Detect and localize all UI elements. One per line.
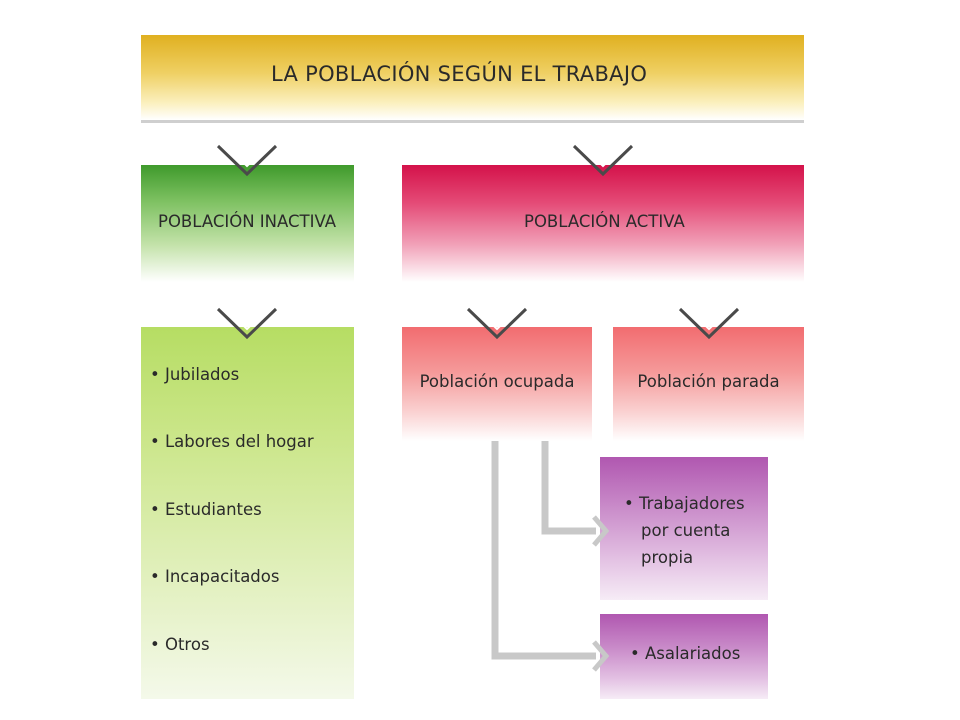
list-item-estudiantes: • Estudiantes [150, 500, 262, 519]
inactiva-header-label: POBLACIÓN INACTIVA [158, 212, 336, 231]
inactiva-list-box: • Jubilados • Labores del hogar • Estudi… [141, 327, 354, 699]
cuenta-propia-line-1: • Trabajadores [624, 494, 745, 513]
inactiva-header-box: POBLACIÓN INACTIVA [141, 165, 354, 282]
cuenta-propia-line-2: por cuenta [641, 521, 731, 540]
ocupada-box: Población ocupada [402, 327, 592, 441]
list-item-otros: • Otros [150, 635, 210, 654]
diagram-title: LA POBLACIÓN SEGÚN EL TRABAJO [271, 62, 648, 86]
list-item-labores-hogar: • Labores del hogar [150, 432, 314, 451]
chevron-down-icon [572, 144, 634, 177]
parada-box: Población parada [613, 327, 804, 441]
chevron-down-icon [216, 307, 278, 340]
parada-label: Población parada [637, 372, 780, 391]
list-item-incapacitados: • Incapacitados [150, 567, 280, 586]
chevron-down-icon [216, 144, 278, 177]
activa-header-label: POBLACIÓN ACTIVA [524, 212, 685, 231]
cuenta-propia-box: • Trabajadores por cuenta propia [600, 457, 768, 600]
title-bar: LA POBLACIÓN SEGÚN EL TRABAJO [141, 35, 804, 123]
asalariados-box: • Asalariados [600, 614, 768, 699]
cuenta-propia-label: • Trabajadores por cuenta propia [624, 490, 745, 571]
chevron-down-icon [678, 307, 740, 340]
asalariados-label: • Asalariados [630, 644, 741, 663]
cuenta-propia-line-3: propia [641, 548, 694, 567]
chevron-down-icon [466, 307, 528, 340]
ocupada-label: Población ocupada [419, 372, 575, 391]
activa-header-box: POBLACIÓN ACTIVA [402, 165, 804, 282]
connector-ocupada-cuenta-propia [541, 441, 610, 547]
connector-ocupada-asalariados [491, 441, 610, 672]
list-item-jubilados: • Jubilados [150, 365, 240, 384]
